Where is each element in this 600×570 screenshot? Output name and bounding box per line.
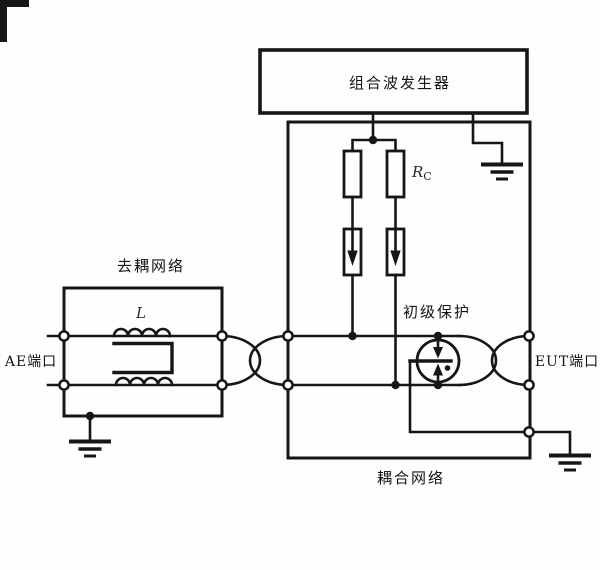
decoupling-network: 去耦网络 <box>62 257 224 418</box>
resistor-left <box>342 149 363 199</box>
terminal-decoupling-right-top <box>216 330 228 342</box>
terminal-coupling-left-top <box>282 330 294 342</box>
decoupling-network-box <box>62 286 224 418</box>
gdt-ground-wire <box>408 359 572 457</box>
inductor-label: L <box>135 304 146 322</box>
down-arrow-icon <box>433 347 443 359</box>
twist-arc <box>248 334 290 387</box>
twist-left <box>220 334 290 387</box>
terminal-ae-top <box>58 330 70 342</box>
terminal-coupling-left-bottom <box>282 379 294 391</box>
terminal-eut-top <box>523 330 535 342</box>
resistor-right <box>385 149 406 199</box>
twist-arc <box>220 334 262 387</box>
twist-arc <box>457 334 498 387</box>
primary-protection-label: 初级保护 <box>403 303 471 321</box>
ground-icon <box>549 453 591 472</box>
generator-ground-wire <box>471 111 504 166</box>
twist-right <box>457 334 531 387</box>
combination-wave-generator: 组合波发生器 <box>258 48 529 115</box>
generator-output-wiring <box>351 111 397 154</box>
ground-icon <box>481 162 523 181</box>
resistor-label: RC <box>411 163 432 183</box>
coupling-resistors: RC <box>342 149 432 231</box>
gas-dot-icon <box>444 365 451 371</box>
down-arrow-icon <box>347 250 358 266</box>
port-terminals <box>58 330 535 438</box>
twist-arc <box>490 334 531 387</box>
inductor-coil-icon <box>114 376 174 387</box>
scan-artifact-corner-mark <box>0 0 29 42</box>
generator-box <box>258 48 529 115</box>
generator-label: 组合波发生器 <box>349 74 451 92</box>
terminal-ground <box>523 426 535 438</box>
ae-port-label: AE端口 <box>4 354 57 370</box>
up-arrow-icon <box>433 363 443 376</box>
terminal-ae-bottom <box>58 379 70 391</box>
line-conductors <box>286 334 461 387</box>
ground-icon <box>69 439 111 458</box>
coupling-arresters <box>342 227 406 387</box>
eut-port-label: EUT端口 <box>535 354 599 370</box>
junction-dot <box>348 331 357 341</box>
terminal-eut-bottom <box>523 379 535 391</box>
primary-protection: 初级保护 <box>403 303 591 472</box>
junction-dot <box>391 380 400 390</box>
terminal-decoupling-right-bottom <box>216 379 228 391</box>
generator-ground-path <box>471 111 523 181</box>
decoupling-internals: L <box>46 304 224 458</box>
decoupling-network-label: 去耦网络 <box>117 257 185 275</box>
down-arrow-icon <box>390 250 401 266</box>
choke-core-icon <box>112 341 174 375</box>
inductor-coil-icon <box>112 327 172 338</box>
coupling-network-label: 耦合网络 <box>377 469 445 487</box>
junction-dot <box>368 135 378 145</box>
